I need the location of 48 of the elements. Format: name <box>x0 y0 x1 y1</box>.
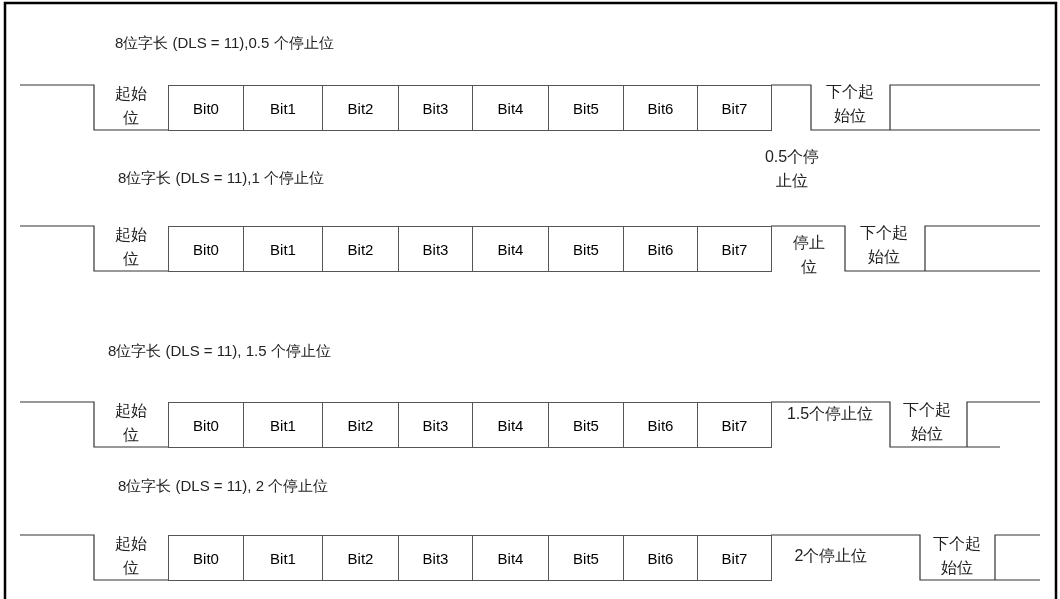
data-bit-cell: Bit4 <box>472 535 549 581</box>
data-bit-cell: Bit2 <box>322 402 399 448</box>
data-bit-cell: Bit0 <box>168 85 244 131</box>
data-bit-cell: Bit6 <box>623 402 698 448</box>
data-bit-cell: Bit3 <box>398 402 473 448</box>
frame-format-heading: 8位字长 (DLS = 11),0.5 个停止位 <box>115 33 334 53</box>
data-bit-cell: Bit4 <box>472 226 549 272</box>
data-bit-cell: Bit2 <box>322 85 399 131</box>
stop-bit-label: 停止位 <box>792 233 826 277</box>
data-bit-cell: Bit5 <box>548 226 624 272</box>
data-bit-cell: Bit6 <box>623 535 698 581</box>
stop-bit-label: 2个停止位 <box>793 546 869 566</box>
data-bit-cell: Bit5 <box>548 85 624 131</box>
start-bit-label: 起始位 <box>114 225 148 269</box>
next-start-bit-label: 下个起始位 <box>826 82 874 126</box>
start-bit-label: 起始位 <box>114 534 148 578</box>
data-bit-cell: Bit7 <box>697 535 772 581</box>
data-bit-cell: Bit1 <box>243 226 323 272</box>
frame-format-heading: 8位字长 (DLS = 11),1 个停止位 <box>118 168 325 188</box>
data-bit-cell: Bit1 <box>243 85 323 131</box>
data-bit-cell: Bit6 <box>623 226 698 272</box>
data-bit-cell: Bit1 <box>243 535 323 581</box>
data-bit-cell: Bit3 <box>398 226 473 272</box>
data-bit-cell: Bit0 <box>168 226 244 272</box>
data-bit-cell: Bit1 <box>243 402 323 448</box>
frame-format-heading: 8位字长 (DLS = 11), 2 个停止位 <box>118 476 329 496</box>
frame-format-heading: 8位字长 (DLS = 11), 1.5 个停止位 <box>108 341 331 361</box>
start-bit-label: 起始位 <box>114 401 148 445</box>
start-bit-label: 起始位 <box>114 84 148 128</box>
data-bit-cell: Bit4 <box>472 402 549 448</box>
next-start-bit-label: 下个起始位 <box>933 534 981 578</box>
data-bit-cell: Bit3 <box>398 535 473 581</box>
data-bit-cell: Bit7 <box>697 85 772 131</box>
data-bit-cell: Bit7 <box>697 402 772 448</box>
data-bit-cell: Bit0 <box>168 402 244 448</box>
data-bit-cell: Bit7 <box>697 226 772 272</box>
data-bit-cell: Bit3 <box>398 85 473 131</box>
data-bit-cell: Bit5 <box>548 535 624 581</box>
data-bit-cell: Bit2 <box>322 535 399 581</box>
data-bit-cell: Bit4 <box>472 85 549 131</box>
data-bit-cell: Bit0 <box>168 535 244 581</box>
data-bit-cell: Bit5 <box>548 402 624 448</box>
next-start-bit-label: 下个起始位 <box>860 223 908 267</box>
stop-bit-label: 1.5个停止位 <box>785 404 875 424</box>
stop-bit-label: 0.5个停止位 <box>764 147 820 191</box>
next-start-bit-label: 下个起始位 <box>903 400 951 444</box>
data-bit-cell: Bit6 <box>623 85 698 131</box>
data-bit-cell: Bit2 <box>322 226 399 272</box>
